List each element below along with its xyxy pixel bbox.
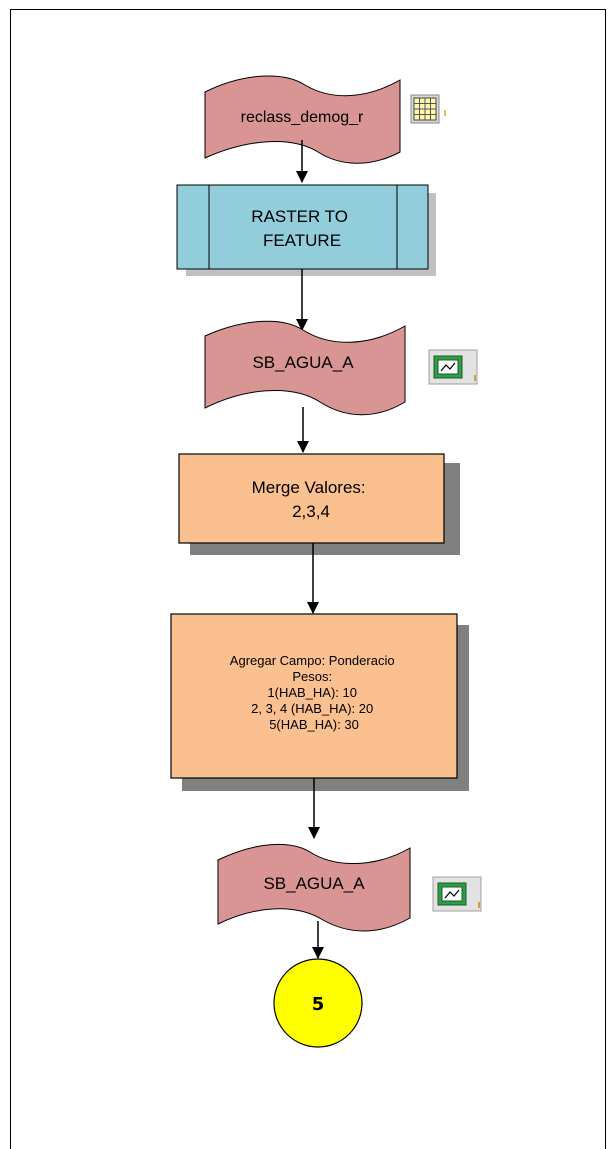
merge-process[interactable]: Merge Valores: 2,3,4	[178, 453, 460, 555]
add-field-line-4: 2, 3, 4 (HAB_HA): 20	[251, 701, 373, 716]
output-feature-node-2[interactable]: SB_AGUA_A	[217, 843, 411, 932]
input-raster-node[interactable]: reclass_demog_r	[204, 75, 401, 164]
add-field-process[interactable]: Agregar Campo: Ponderacio Pesos: 1(HAB_H…	[170, 613, 469, 791]
tool-label-line-1: RASTER TO	[251, 207, 348, 226]
off-page-connector[interactable]: 5	[273, 958, 363, 1048]
output-feature-2-shape	[217, 843, 411, 932]
feature-class-icon-2[interactable]	[432, 876, 482, 912]
add-field-line-2: Pesos:	[292, 669, 332, 684]
output-feature-1-label: SB_AGUA_A	[252, 353, 354, 372]
page-frame	[10, 9, 606, 1149]
add-field-line-1: Agregar Campo: Ponderacio	[230, 653, 395, 668]
output-feature-2-label: SB_AGUA_A	[263, 874, 365, 893]
add-field-line-5: 5(HAB_HA): 30	[269, 717, 359, 732]
add-field-box	[170, 613, 458, 779]
input-raster-shape	[204, 75, 401, 164]
add-field-label: Agregar Campo: Ponderacio Pesos: 1(HAB_H…	[230, 653, 398, 732]
tool-label-line-2: FEATURE	[263, 231, 341, 250]
connector-label: 5	[312, 994, 325, 1015]
raster-grid-icon[interactable]	[410, 94, 446, 124]
merge-box	[178, 453, 445, 544]
merge-label-line-2: 2,3,4	[292, 502, 330, 521]
merge-label-line-1: Merge Valores:	[252, 478, 366, 497]
tool-label: RASTER TO FEATURE	[251, 207, 352, 250]
output-feature-1-shape	[204, 320, 406, 416]
merge-label: Merge Valores: 2,3,4	[252, 478, 371, 521]
raster-to-feature-tool[interactable]: RASTER TO FEATURE	[176, 184, 436, 276]
tool-box	[176, 184, 429, 270]
connector-circle	[273, 958, 363, 1048]
add-field-line-3: 1(HAB_HA): 10	[267, 685, 357, 700]
output-feature-node-1[interactable]: SB_AGUA_A	[204, 320, 406, 416]
feature-class-icon[interactable]	[428, 349, 478, 385]
input-raster-label: reclass_demog_r	[241, 109, 364, 126]
